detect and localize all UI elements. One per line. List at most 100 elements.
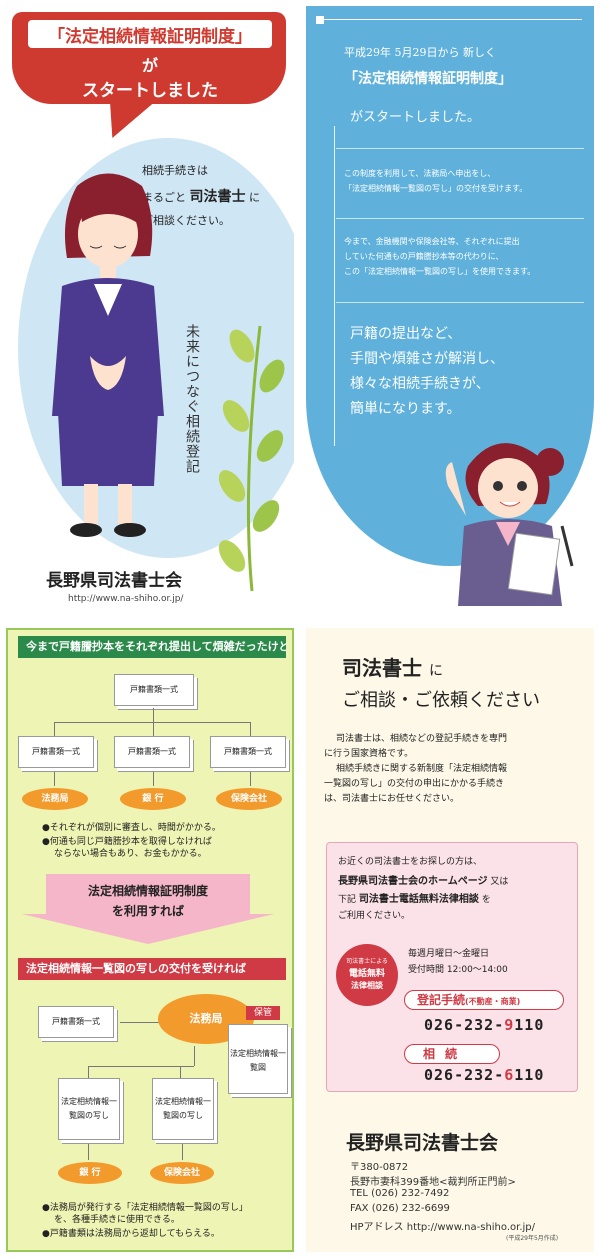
connector [88,1066,194,1067]
lead-line-2: まるごと 司法書士 に [142,186,260,206]
note-1: ●それぞれが個別に審査し、時間がかかる。 [42,823,221,833]
souzoku-tel-post: 110 [514,1066,545,1084]
para-1: この制度を利用して、法務局へ申出をし、 「法定相続情報一覧図の写し」の交付を受け… [344,166,584,196]
lead-line-3: ご相談ください。 [142,214,230,227]
connector [54,772,55,786]
para-2-line-2: していた何通もの戸籍謄抄本等の代わりに、 [344,252,504,261]
badge-line-3: 法律相談 [351,981,383,990]
para-2: 今まで、金融機関や保険会社等、それぞれに提出 していた何通もの戸籍謄抄本等の代わ… [344,234,584,279]
connector [182,1144,183,1160]
touki-tel-post: 110 [514,1016,545,1034]
before-header: 今まで戸籍謄抄本をそれぞれ提出して煩雑だったけど… [18,636,286,658]
touki-phone[interactable]: 026-232-9110 [424,1016,544,1034]
dest-insurance: 保険会社 [216,788,282,810]
find-phone-consult: 司法書士電話無料法律相談 [358,894,479,905]
contact-body: 司法書士は、相続などの登記手続きを専門 に行う国家資格です。 相続手続きに関する… [324,732,580,807]
left-rule [334,126,335,446]
find-below: 下記 [338,895,357,905]
dest-insurance-after: 保険会社 [150,1162,214,1184]
separator [336,148,584,149]
connector [250,772,251,786]
touki-label: 登記手続 [417,993,466,1007]
body-line-5: は、司法書士にお任せください。 [324,794,460,804]
connector [153,772,154,786]
after-header: 法定相続情報一覧図の写しの交付を受ければ [18,958,286,980]
big-arrow-body [46,874,250,914]
hours-days: 毎週月曜日～金曜日 [408,949,490,959]
dest-houmu: 法務局 [22,788,88,810]
touki-sub: (不動産・商業) [465,997,521,1006]
contact-panel: 司法書士 に ご相談・ご依頼ください 司法書士は、相続などの登記手続きを専門 に… [306,628,594,1252]
benefit-line-3: 様々な相続手続きが、 [350,376,490,392]
announcement-panel: 平成29年 5月29日から 新しく 「法定相続情報証明制度」 がスタートしました… [306,6,594,610]
bowing-woman-illustration [52,173,164,537]
find-line-1: お近くの司法書士をお探しの方は、 [338,857,483,867]
connector [54,722,250,723]
made-note: (平成29年5月作成) [506,1235,559,1242]
connector [88,1066,89,1078]
connector [88,1144,89,1160]
doc-set-right: 戸籍書類一式 [210,736,286,768]
started-text: がスタートしました。 [350,110,481,125]
connector [54,722,55,736]
benefit-line-4: 簡単になります。 [350,401,461,417]
flow-panel: 今まで戸籍謄抄本をそれぞれ提出して煩雑だったけど… 戸籍書類一式 戸籍書類一式 … [6,628,294,1252]
arrow-line-1: 法定相続情報証明制度 [87,884,208,898]
lead-strong: 司法書士 [189,189,246,205]
find-wo: を [481,895,491,905]
para-2-line-3: この「法定相続情報一覧図の写し」を使用できます。 [344,267,536,276]
hours-time: 受付時間 12:00～14:00 [408,965,508,975]
body-line-4: 一覧図の写し」の交付の申出にかかる手続き [324,779,505,789]
separator [336,302,584,303]
tel-number: TEL (026) 232-7492 [350,1188,450,1199]
note-3-line-1: ●法務局が発行する「法定相続情報一覧図の写し」 [42,1203,248,1213]
lead-line-1: 相続手続きは [142,164,208,177]
find-line-2: 長野県司法書士会のホームページ 又は [338,872,508,887]
hokan-label: 保管 [246,1006,280,1020]
lead-pre: まるごと [142,191,186,204]
ichiran-copy-2: 法定相続情報一覧図の写し [152,1078,214,1140]
system-name: 「法定相続情報証明制度」 [344,71,512,87]
org-name: 長野県司法書士会 [46,571,182,591]
doc-set-left: 戸籍書類一式 [18,736,94,768]
connector [180,1066,181,1078]
vertical-tagline: 未来につなぐ相続登記 [184,324,200,474]
heading-ni: に [428,663,443,679]
lead-post: に [249,191,260,204]
leaf-sprig-illustration [218,325,285,592]
note-2-line-1: ●何通も同じ戸籍謄抄本を取得しなければ [42,837,212,847]
separator [336,218,584,219]
para-2-line-1: 今まで、金融機関や保険会社等、それぞれに提出 [344,237,520,246]
address: 長野市妻科399番地<裁判所正門前> [350,1177,516,1188]
souzoku-phone[interactable]: 026-232-6110 [424,1066,544,1084]
note-4: ●戸籍書類は法務局から返却してもらえる。 [42,1229,220,1239]
postal-code: 〒380-0872 [350,1162,409,1173]
benefit-line-2: 手間や煩雑さが解消し、 [350,351,504,367]
org-url[interactable]: http://www.na-shiho.or.jp/ [68,594,184,604]
body-line-3: 相続手続きに関する新制度「法定相続情報 [336,764,508,774]
touki-tel-hi: 9 [504,1016,515,1034]
find-hp[interactable]: 長野県司法書士会のホームページ [338,876,488,887]
souzoku-tel-pre: 026-232- [424,1066,505,1084]
free-consult-badge: 司法書士による 電話無料 法律相談 [336,944,398,1006]
body-line-1: 司法書士は、相続などの登記手続きを専門 [336,734,508,744]
badge-line-1: 司法書士による [346,958,388,965]
top-rule [324,19,582,20]
heading-strong: 司法書士 [342,656,422,680]
dest-bank-after: 銀 行 [58,1162,122,1184]
connector [153,722,154,736]
find-line-3: 下記 司法書士電話無料法律相談 を [338,890,491,905]
bubble-start: スタートしました [82,81,218,101]
para-1-line-2: 「法定相続情報一覧図の写し」の交付を受けます。 [344,184,528,193]
para-1-line-1: この制度を利用して、法務局へ申出をし、 [344,169,496,178]
benefit-line-1: 戸籍の提出など、 [350,326,462,342]
hp-address[interactable]: HPアドレス http://www.na-shiho.or.jp/ [350,1222,536,1233]
cover-panel: 「法定相続情報証明制度」 が スタートしました 相続手続きは まるごと 司法書士… [6,6,294,610]
find-line-4: ご利用ください。 [338,911,411,921]
dest-bank: 銀 行 [120,788,186,810]
waving-girl-illustration [445,443,574,606]
contact-heading-1: 司法書士 に [342,652,443,681]
note-2-line-2: ならない場合もあり、お金もかかる。 [54,849,207,859]
connector [250,722,251,736]
doc-set-mid: 戸籍書類一式 [114,736,190,768]
